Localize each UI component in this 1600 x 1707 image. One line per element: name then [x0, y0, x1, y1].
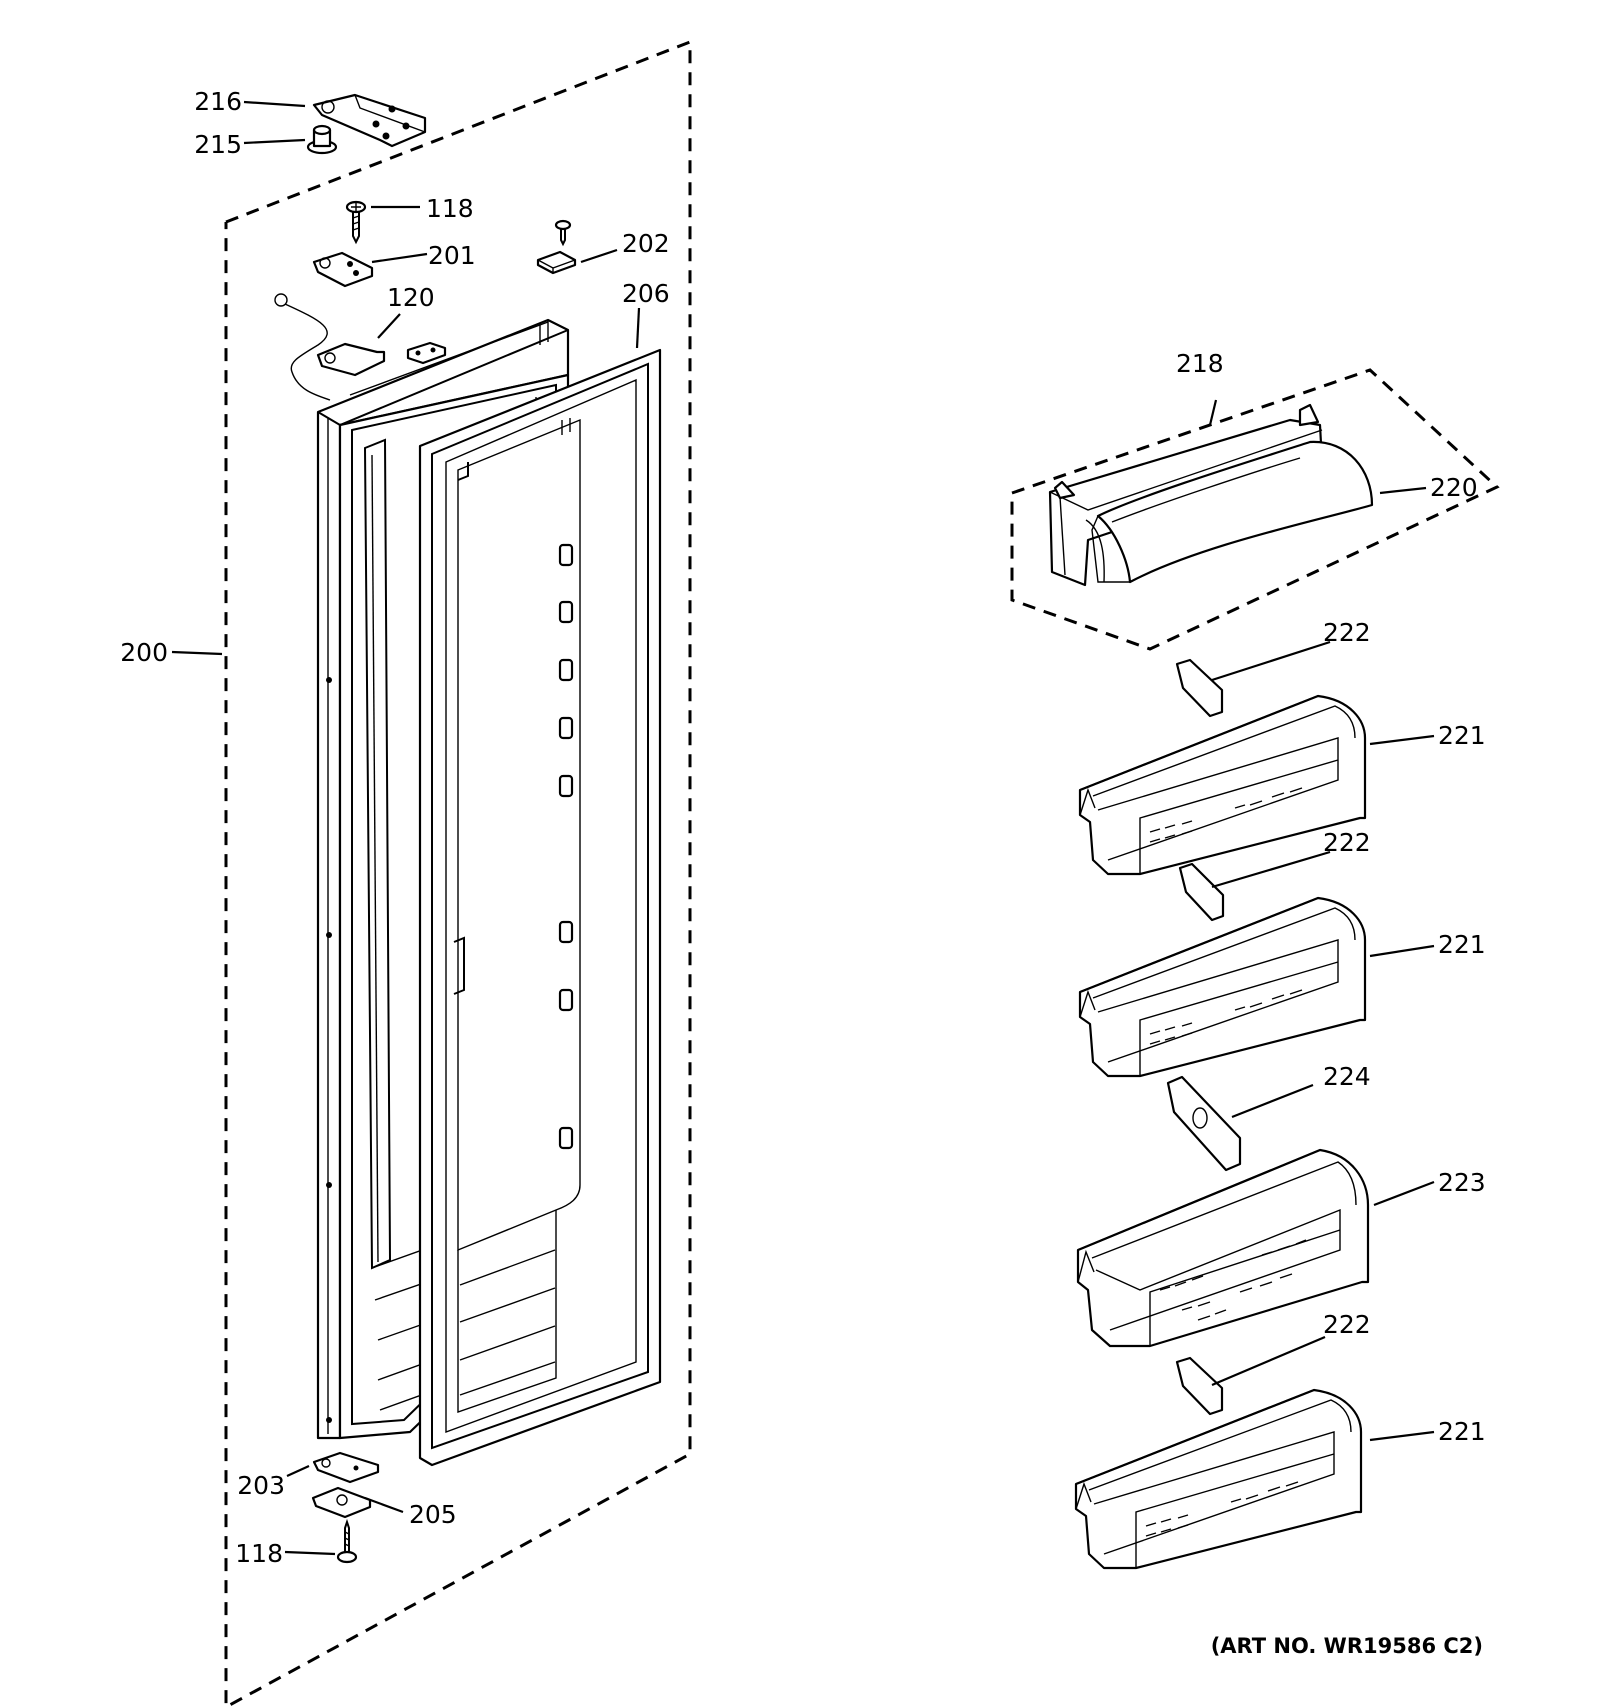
callout-labels: 216 215 118 201 202 120 206 200 203 205 …	[120, 87, 1485, 1658]
door-gasket-206	[418, 348, 662, 1467]
door-bin-223	[1076, 1148, 1370, 1348]
callout-220: 220	[1430, 473, 1478, 502]
callout-221-c: 221	[1438, 1417, 1486, 1446]
screw-118-top	[345, 200, 367, 245]
bin-retainer-222-c	[1175, 1356, 1224, 1416]
bin-retainer-222-a	[1175, 658, 1224, 718]
bin-retainer-224	[1166, 1075, 1242, 1172]
callout-202: 202	[622, 229, 670, 258]
door-bin-221-a	[1078, 694, 1367, 876]
door-bin-221-c	[1074, 1388, 1363, 1570]
callout-205: 205	[409, 1500, 457, 1529]
door-assembly-boundary	[224, 39, 692, 1707]
callout-200: 200	[120, 638, 168, 667]
bottom-hinge-203	[312, 1451, 380, 1484]
dairy-bin-220	[1048, 403, 1374, 587]
callout-215: 215	[194, 130, 242, 159]
door-bin-221-b	[1078, 896, 1367, 1078]
dairy-compartment-boundary-218	[1010, 368, 1500, 651]
callout-118-top: 118	[426, 194, 474, 223]
art-number: (ART NO. WR19586 C2)	[1211, 1634, 1483, 1658]
callout-221-a: 221	[1438, 721, 1486, 750]
hinge-bracket-201	[312, 251, 374, 288]
callout-222-a: 222	[1323, 618, 1371, 647]
hinge-bushing-215	[306, 124, 338, 155]
callout-203: 203	[237, 1471, 285, 1500]
leader-lines	[171, 100, 1435, 1556]
hinge-cap-202	[536, 219, 577, 275]
callout-222-c: 222	[1323, 1310, 1371, 1339]
bin-retainer-222-b	[1178, 862, 1225, 922]
callout-218: 218	[1176, 349, 1224, 378]
callout-224: 224	[1323, 1062, 1371, 1091]
callout-221-b: 221	[1438, 930, 1486, 959]
screw-118-bottom	[336, 1518, 358, 1564]
callout-223: 223	[1438, 1168, 1486, 1197]
callout-206: 206	[622, 279, 670, 308]
top-hinge-216	[312, 93, 427, 148]
callout-222-b: 222	[1323, 828, 1371, 857]
callout-118-bottom: 118	[235, 1539, 283, 1568]
callout-216: 216	[194, 87, 242, 116]
wire-harness-120	[274, 293, 447, 401]
bottom-bracket-205	[311, 1486, 372, 1519]
callout-201: 201	[428, 241, 476, 270]
callout-120: 120	[387, 283, 435, 312]
